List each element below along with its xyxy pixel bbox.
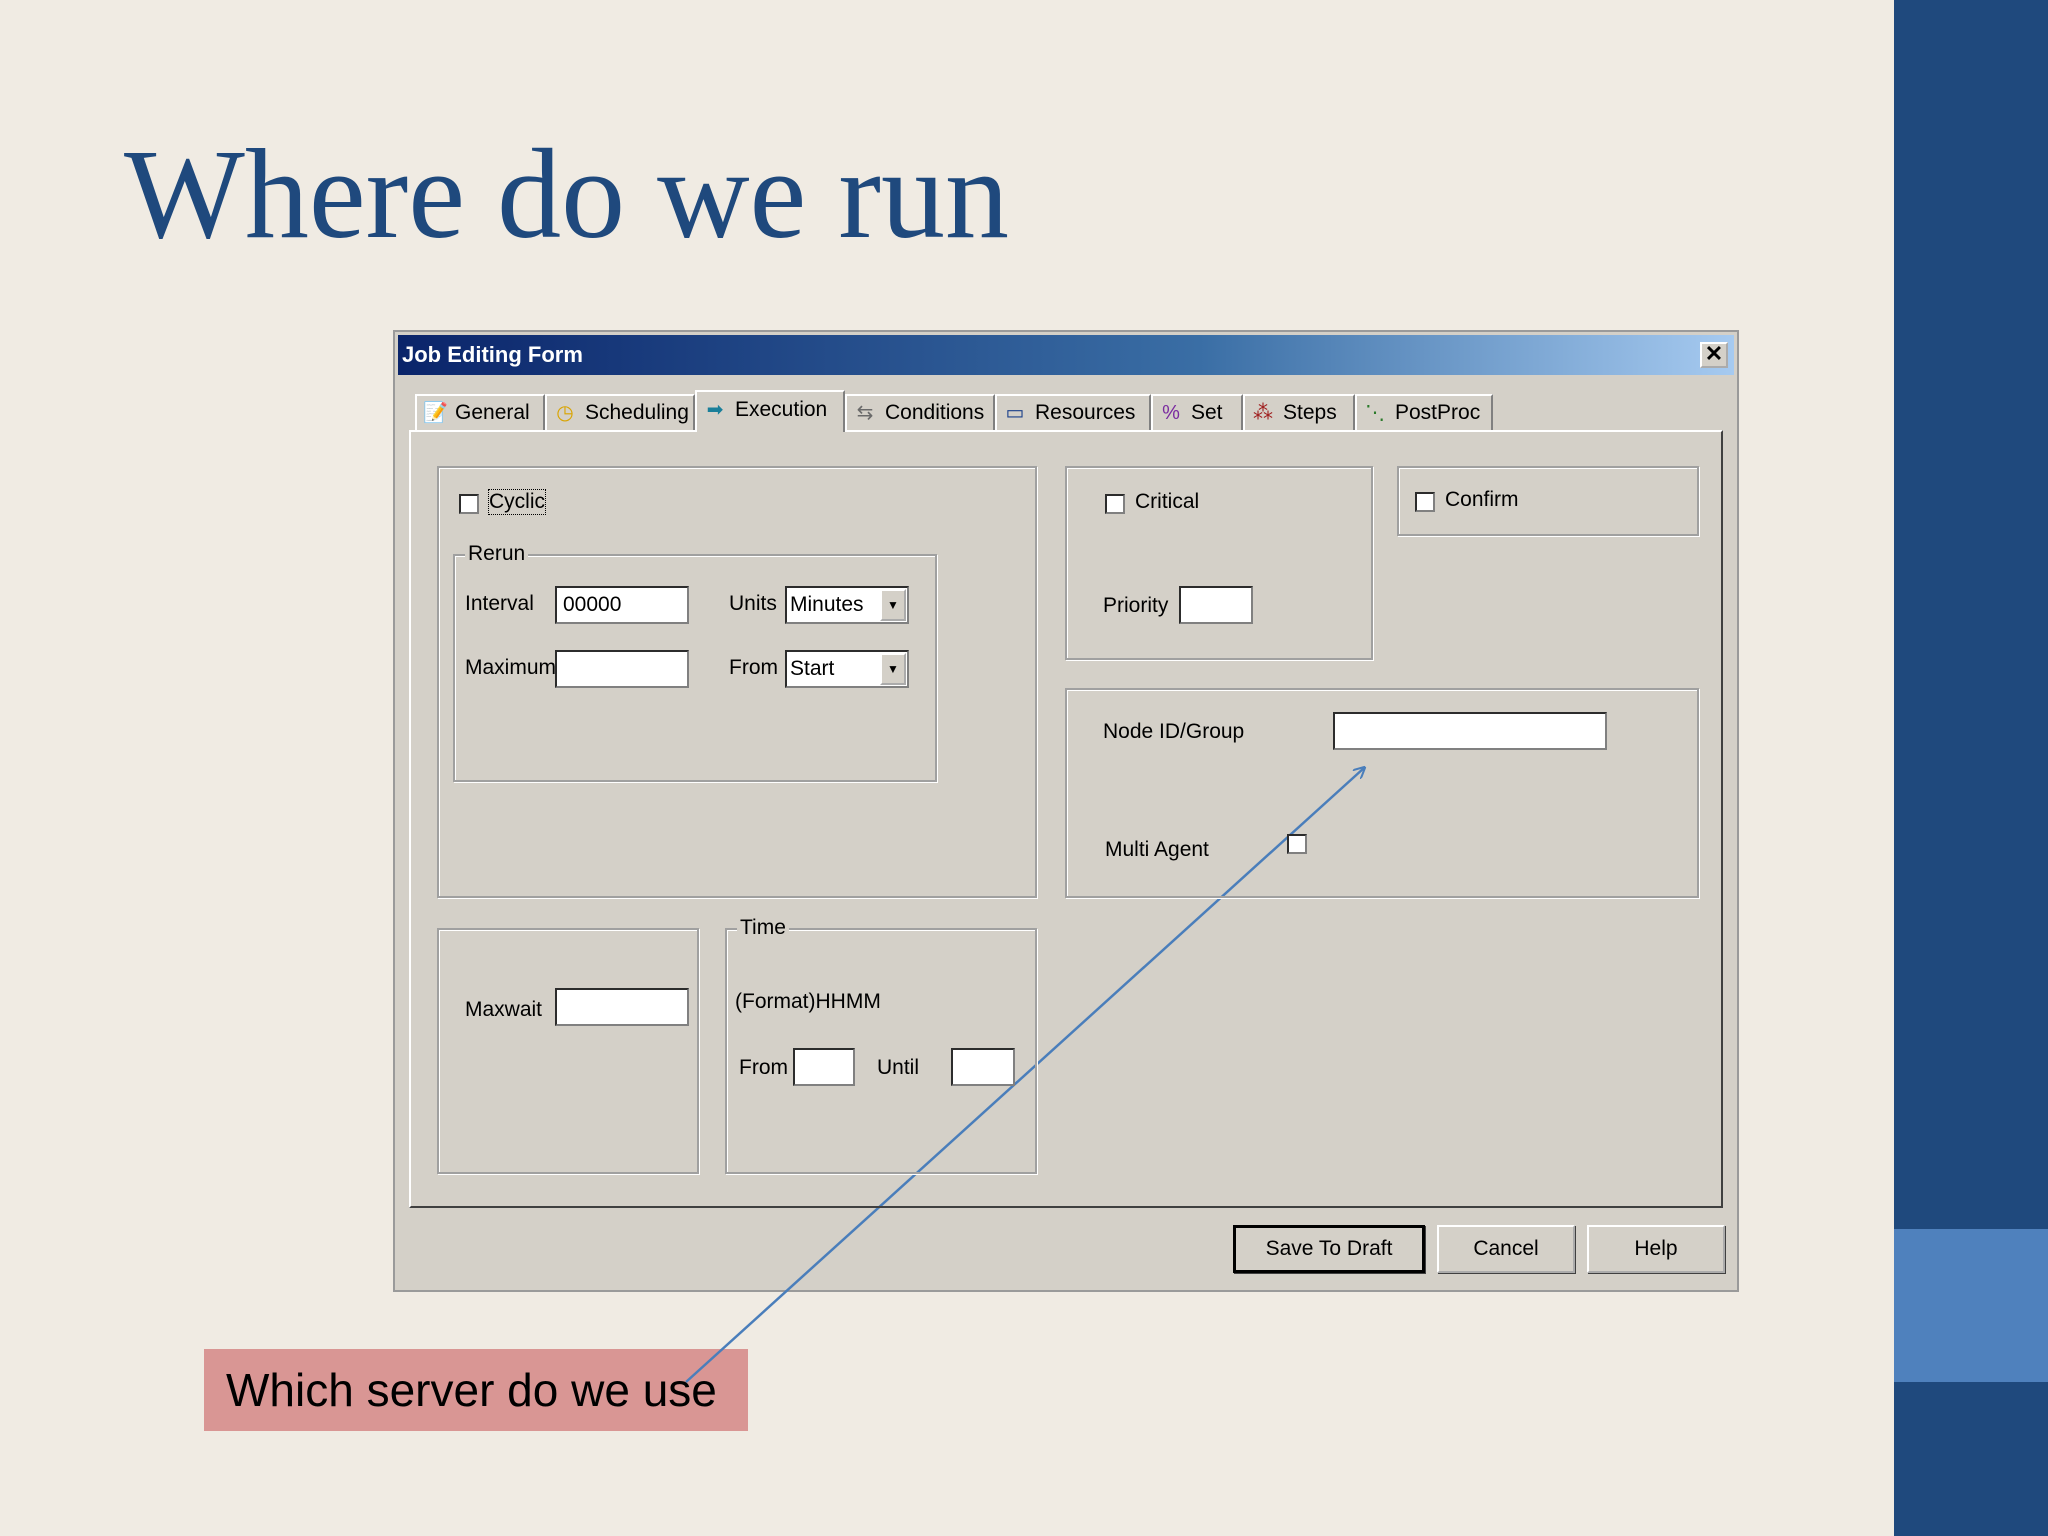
dialog-title: Job Editing Form bbox=[402, 342, 583, 367]
document-icon: 📝 bbox=[423, 402, 448, 424]
arrow-right-icon: ➡ bbox=[706, 399, 724, 421]
rerun-group: Rerun Interval 00000 Units Minutes ▼ Max… bbox=[453, 542, 937, 782]
tab-label: PostProc bbox=[1395, 401, 1481, 424]
resources-icon: ▭ bbox=[1005, 402, 1025, 424]
conditions-icon: ⇆ bbox=[856, 402, 874, 424]
dialog-titlebar: Job Editing Form ✕ bbox=[398, 335, 1734, 375]
cyclic-group: Cyclic Rerun Interval 00000 Units Minute… bbox=[437, 466, 1037, 898]
from-value: Start bbox=[790, 657, 835, 680]
tab-conditions[interactable]: ⇆ Conditions bbox=[845, 394, 995, 430]
chevron-down-icon[interactable]: ▼ bbox=[880, 653, 906, 685]
help-button[interactable]: Help bbox=[1587, 1225, 1725, 1273]
units-label: Units bbox=[729, 592, 777, 615]
tab-postproc[interactable]: ⋱ PostProc bbox=[1355, 394, 1493, 430]
maximum-field[interactable] bbox=[555, 650, 689, 688]
node-id-field[interactable] bbox=[1333, 712, 1607, 750]
close-icon[interactable]: ✕ bbox=[1700, 342, 1728, 368]
units-select[interactable]: Minutes ▼ bbox=[785, 586, 909, 624]
priority-label: Priority bbox=[1103, 594, 1169, 617]
critical-group: Critical Priority bbox=[1065, 466, 1373, 660]
tab-scheduling[interactable]: ◷ Scheduling bbox=[545, 394, 695, 430]
critical-checkbox[interactable] bbox=[1105, 494, 1125, 514]
tab-label: Scheduling bbox=[585, 401, 689, 424]
cyclic-label: Cyclic bbox=[488, 489, 546, 515]
from-select[interactable]: Start ▼ bbox=[785, 650, 909, 688]
maxwait-field[interactable] bbox=[555, 988, 689, 1026]
confirm-label: Confirm bbox=[1445, 488, 1519, 511]
tab-label: Resources bbox=[1035, 401, 1136, 424]
cancel-button[interactable]: Cancel bbox=[1437, 1225, 1575, 1273]
execution-panel: Cyclic Rerun Interval 00000 Units Minute… bbox=[409, 430, 1723, 1208]
tab-resources[interactable]: ▭ Resources bbox=[995, 394, 1151, 430]
time-from-label: From bbox=[739, 1056, 788, 1079]
tab-label: Conditions bbox=[885, 401, 985, 424]
interval-field[interactable]: 00000 bbox=[555, 586, 689, 624]
time-format-label: (Format)HHMM bbox=[735, 990, 881, 1013]
callout-box: Which server do we use bbox=[204, 1349, 748, 1431]
tab-execution[interactable]: ➡ Execution bbox=[695, 390, 845, 432]
multi-agent-checkbox[interactable] bbox=[1287, 834, 1307, 854]
tab-set[interactable]: % Set bbox=[1151, 394, 1243, 430]
confirm-checkbox[interactable] bbox=[1415, 492, 1435, 512]
priority-field[interactable] bbox=[1179, 586, 1253, 624]
rerun-group-label: Rerun bbox=[465, 542, 529, 566]
tab-steps[interactable]: ⁂ Steps bbox=[1243, 394, 1355, 430]
maxwait-group: Maxwait bbox=[437, 928, 699, 1174]
maxwait-label: Maxwait bbox=[465, 998, 543, 1021]
time-from-field[interactable] bbox=[793, 1048, 855, 1086]
time-until-label: Until bbox=[877, 1056, 920, 1079]
node-id-label: Node ID/Group bbox=[1103, 720, 1245, 743]
confirm-group: Confirm bbox=[1397, 466, 1699, 536]
rerun-from-label: From bbox=[729, 656, 778, 679]
clock-icon: ◷ bbox=[556, 402, 574, 424]
postproc-icon: ⋱ bbox=[1365, 402, 1385, 424]
multi-agent-label: Multi Agent bbox=[1105, 838, 1209, 861]
cyclic-checkbox[interactable] bbox=[459, 494, 479, 514]
job-editing-dialog: Job Editing Form ✕ 📝General ◷Scheduling … bbox=[393, 330, 1739, 1292]
time-group-label: Time bbox=[737, 916, 789, 940]
steps-icon: ⁂ bbox=[1253, 402, 1273, 424]
tab-label: Execution bbox=[735, 398, 828, 421]
tab-label: General bbox=[455, 401, 530, 424]
interval-label: Interval bbox=[465, 592, 534, 615]
set-icon: % bbox=[1162, 402, 1180, 424]
node-group: Node ID/Group Multi Agent bbox=[1065, 688, 1699, 898]
slide-title: Where do we run bbox=[124, 123, 1009, 265]
save-to-draft-button[interactable]: Save To Draft bbox=[1233, 1225, 1425, 1273]
maximum-label: Maximum bbox=[465, 656, 557, 679]
tab-label: Set bbox=[1191, 401, 1223, 424]
critical-label: Critical bbox=[1135, 490, 1200, 513]
units-value: Minutes bbox=[790, 593, 864, 616]
time-group: Time (Format)HHMM From Until bbox=[725, 916, 1037, 1174]
chevron-down-icon[interactable]: ▼ bbox=[880, 589, 906, 621]
time-until-field[interactable] bbox=[951, 1048, 1015, 1086]
tab-general[interactable]: 📝 General bbox=[415, 394, 545, 430]
tab-label: Steps bbox=[1283, 401, 1337, 424]
slide-side-accent bbox=[1894, 1229, 2048, 1382]
